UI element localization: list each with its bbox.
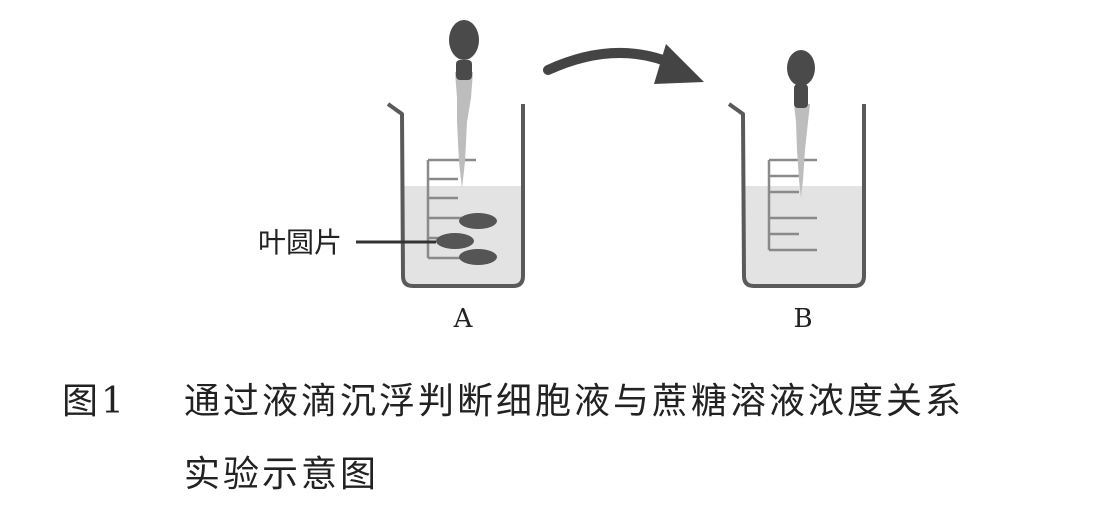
beaker-a-glass bbox=[386, 102, 525, 288]
transfer-arrow bbox=[543, 44, 704, 84]
figure-number: 图1 bbox=[62, 381, 127, 422]
leaf-disc bbox=[436, 233, 474, 249]
leaf-disc bbox=[459, 249, 497, 265]
dropper-b bbox=[787, 50, 815, 198]
beaker-b-scale bbox=[767, 158, 817, 252]
dropper-a bbox=[449, 20, 479, 188]
beaker-a-label: A bbox=[453, 304, 474, 334]
figure-caption-line2: 实验示意图 bbox=[184, 454, 380, 495]
beaker-b bbox=[727, 50, 866, 288]
leaf-disc bbox=[459, 213, 497, 229]
beaker-b-liquid bbox=[744, 186, 864, 286]
dropper-b-tube bbox=[794, 104, 810, 198]
experiment-diagram: 叶圆片 A B bbox=[258, 20, 866, 334]
beaker-b-glass bbox=[727, 102, 866, 288]
dropper-b-collar bbox=[794, 84, 808, 108]
dropper-a-tube bbox=[455, 72, 473, 188]
dropper-a-collar bbox=[456, 60, 472, 80]
figure-caption-line1: 通过液滴沉浮判断细胞液与蔗糖溶液浓度关系 bbox=[184, 381, 965, 422]
dropper-b-bulb bbox=[787, 50, 815, 86]
leaf-disc-label: 叶圆片 bbox=[258, 226, 342, 259]
beaker-a bbox=[386, 20, 525, 288]
beaker-b-label: B bbox=[793, 304, 812, 334]
dropper-a-bulb bbox=[449, 20, 479, 60]
